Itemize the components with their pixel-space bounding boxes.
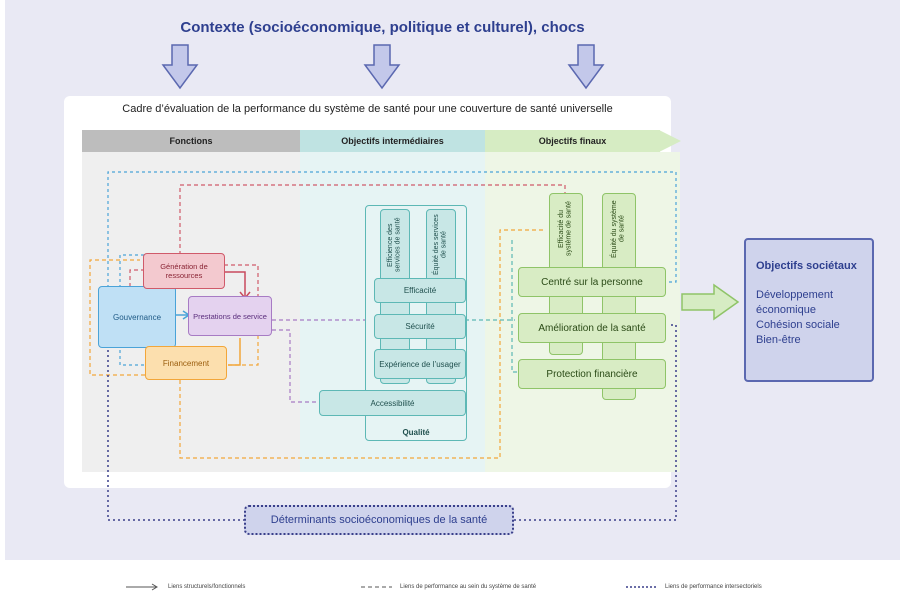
service-delivery-box: Prestations de service — [188, 296, 272, 336]
resources-label: Génération de ressources — [160, 262, 208, 280]
down-arrow-icon — [161, 44, 199, 90]
quality-label: Qualité — [402, 428, 430, 437]
equity-system-label: Équité du système de santé — [611, 200, 626, 258]
financing-box: Financement — [145, 346, 227, 380]
societal-item: Bien-être — [756, 334, 801, 346]
societal-title: Objectifs sociétaux — [756, 260, 857, 272]
governance-box: Gouvernance — [98, 286, 176, 348]
legend-intersectoral-line — [626, 586, 657, 588]
legend-structural-label: Liens structurels/fonctionnels — [168, 584, 246, 590]
legend-intersectoral-label: Liens de performance intersectoriels — [665, 584, 762, 590]
health-improvement-label: Amélioration de la santé — [538, 322, 646, 334]
context-title: Contexte (socioéconomique, politique et … — [180, 19, 585, 36]
service-delivery-label: Prestations de service — [193, 311, 267, 321]
legend-structural-line — [126, 583, 158, 591]
safety-label: Sécurité — [405, 322, 435, 331]
context-arrows — [161, 44, 605, 90]
societal-item: économique — [756, 304, 816, 316]
determinants-box: Déterminants socioéconomiques de la sant… — [244, 505, 514, 535]
band-functions: Fonctions — [82, 130, 300, 152]
health-improvement-box: Amélioration de la santé — [518, 313, 666, 343]
person-centred-label: Centré sur la personne — [541, 276, 643, 288]
band-intermediate: Objectifs intermédiaires — [300, 130, 485, 152]
user-experience-label: Expérience de l’usager — [379, 359, 461, 369]
legend-performance-line — [361, 586, 392, 588]
resources-box: Génération de ressources — [143, 253, 225, 289]
accessibility-box: Accessibilité — [319, 390, 466, 416]
equity-services-label: Équité des services de santé — [433, 214, 448, 276]
right-arrow-icon — [681, 283, 740, 321]
societal-objectives-box: Objectifs sociétaux Développement économ… — [744, 238, 874, 382]
effectiveness-label: Efficacité — [403, 286, 437, 295]
framework-title: Cadre d’évaluation de la performance du … — [122, 103, 613, 115]
down-arrow-icon — [567, 44, 605, 90]
user-experience-box: Expérience de l’usager — [374, 349, 466, 379]
down-arrow-icon — [363, 44, 401, 90]
legend-performance-label: Liens de performance au sein du système … — [400, 584, 537, 590]
societal-item: Développement — [756, 289, 834, 301]
governance-label: Gouvernance — [112, 312, 162, 322]
financing-label: Financement — [162, 358, 210, 368]
person-centred-box: Centré sur la personne — [518, 267, 666, 297]
safety-box: Sécurité — [374, 314, 466, 339]
determinants-label: Déterminants socioéconomiques de la sant… — [270, 514, 488, 526]
efficiency-services-label: Efficience des services de santé — [387, 217, 402, 273]
band-final: Objectifs finaux — [485, 130, 660, 152]
financial-protection-label: Protection financière — [546, 368, 638, 380]
effectiveness-box: Efficacité — [374, 278, 466, 303]
financial-protection-box: Protection financière — [518, 359, 666, 389]
accessibility-label: Accessibilité — [370, 398, 415, 408]
band-arrow-head — [659, 130, 681, 152]
efficiency-system-label: Efficacité du système de santé — [558, 201, 573, 257]
societal-item: Cohésion sociale — [756, 319, 840, 331]
